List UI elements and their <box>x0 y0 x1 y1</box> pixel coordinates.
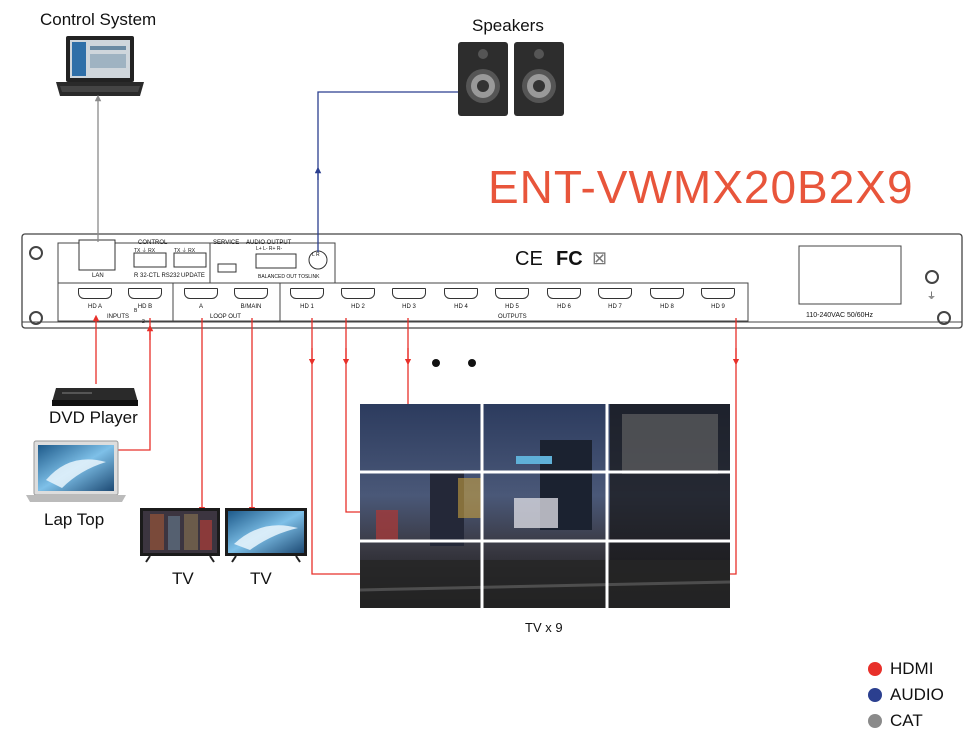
hdmi-port <box>650 288 684 299</box>
hdmi-port-label: HD 5 <box>491 304 533 310</box>
hdmi-port-label: HD 6 <box>543 304 585 310</box>
hdmi-port-label: HD B <box>124 304 166 310</box>
hdmi-port-label: HD 3 <box>388 304 430 310</box>
hdmi-port-label: HD 8 <box>646 304 688 310</box>
legend-label: CAT <box>890 711 923 731</box>
inputs-label: INPUTS <box>107 314 129 320</box>
hdmi-port-label: HD 1 <box>286 304 328 310</box>
txrx-label: TX ⏚ RX <box>134 247 155 254</box>
hdmi-port <box>184 288 218 299</box>
fcc-mark: FC <box>556 248 583 271</box>
lr-jack-label: L R <box>312 252 320 258</box>
power-spec-label: 110-240VAC 50/60Hz <box>806 312 873 319</box>
hdmi-port-label: B/MAIN <box>230 304 272 310</box>
legend: HDMI AUDIO CAT <box>868 656 958 734</box>
hdmi-port-label: HD A <box>74 304 116 310</box>
hdmi-port <box>341 288 375 299</box>
mark-2: 2 <box>142 319 145 325</box>
hdmi-port-label: HD 7 <box>594 304 636 310</box>
update-port-label: UPDATE <box>181 273 205 279</box>
more-dot <box>432 359 440 367</box>
legend-item-cat: CAT <box>868 708 958 734</box>
hdmi-port <box>547 288 581 299</box>
control-label: CONTROL <box>138 240 167 246</box>
hdmi-port <box>234 288 268 299</box>
hdmi-port <box>78 288 112 299</box>
dvd-player-icon <box>52 388 138 406</box>
more-dot <box>468 359 476 367</box>
video-wall-icon <box>360 404 730 608</box>
legend-item-hdmi: HDMI <box>868 656 958 682</box>
lan-port-label: LAN <box>92 273 104 279</box>
legend-dot-cat <box>868 714 882 728</box>
svg-text:⏚: ⏚ <box>927 291 936 301</box>
tv-left-icon <box>140 508 220 562</box>
hdmi-port-label: HD 9 <box>697 304 739 310</box>
loop-out-label: LOOP OUT <box>210 314 241 320</box>
hdmi-port-label: A <box>180 304 222 310</box>
hdmi-port-label: HD 2 <box>337 304 379 310</box>
txrx-label: TX ⏚ RX <box>174 247 195 254</box>
service-label: SERVICE <box>213 240 239 246</box>
rs232-port-label: R 32-CTL RS232 <box>134 273 180 279</box>
hdmi-port <box>495 288 529 299</box>
tv-right-icon <box>225 508 307 562</box>
legend-dot-hdmi <box>868 662 882 676</box>
balanced-out-label: BALANCED OUT TOSLINK <box>258 274 319 280</box>
legend-label: AUDIO <box>890 685 944 705</box>
laptop-source-icon <box>26 441 126 502</box>
legend-dot-audio <box>868 688 882 702</box>
ce-mark: CE <box>515 248 543 271</box>
hdmi-port <box>598 288 632 299</box>
hdmi-port-label: HD 4 <box>440 304 482 310</box>
laptop-control-icon <box>56 36 144 96</box>
hdmi-port <box>128 288 162 299</box>
hdmi-port <box>444 288 478 299</box>
legend-label: HDMI <box>890 659 933 679</box>
hdmi-port <box>290 288 324 299</box>
weee-mark: ⊠ <box>592 248 607 269</box>
hdmi-port <box>392 288 426 299</box>
speakers-icon <box>458 42 564 116</box>
outputs-label: OUTPUTS <box>498 314 527 320</box>
lr-pins-label: L+ L- R+ R- <box>256 246 282 252</box>
hdmi-port <box>701 288 735 299</box>
legend-item-audio: AUDIO <box>868 682 958 708</box>
